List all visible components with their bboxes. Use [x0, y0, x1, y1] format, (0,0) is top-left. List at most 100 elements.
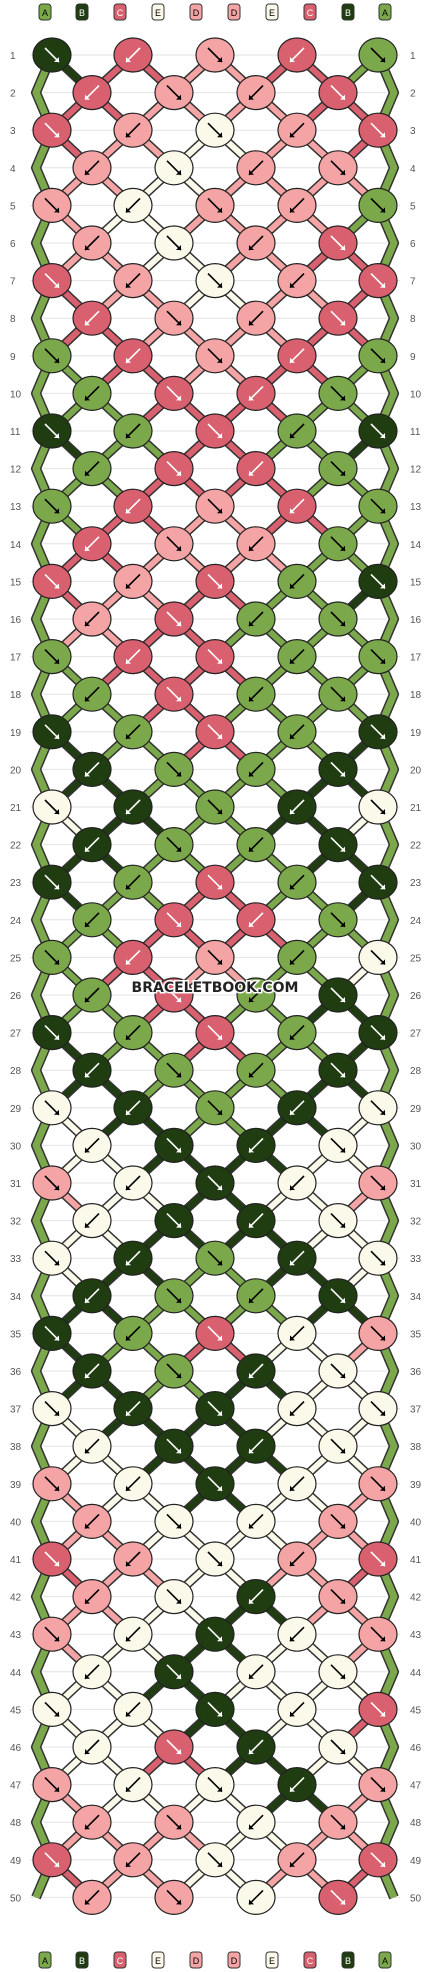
knot: [113, 1315, 153, 1352]
row-number-left: 14: [10, 540, 22, 551]
knot: [318, 1428, 358, 1464]
row-number-left: 22: [10, 841, 22, 852]
strand-letter: D: [231, 8, 238, 18]
arrowhead-icon: [217, 357, 222, 363]
knot: [154, 1578, 194, 1615]
arrowhead-icon: [249, 1523, 254, 1529]
row-number-left: 19: [10, 728, 22, 739]
arrowhead-icon: [176, 621, 181, 626]
arrowhead-icon: [85, 1448, 90, 1454]
knot: [318, 526, 358, 562]
arrowhead-icon: [217, 207, 222, 213]
row-number-right: 40: [410, 1517, 422, 1528]
row-number-left: 34: [10, 1292, 22, 1303]
knot: [277, 1616, 317, 1652]
arrowhead-icon: [85, 1373, 90, 1378]
knot-grid: [32, 37, 398, 1916]
arrowhead-icon: [176, 1673, 181, 1679]
arrowhead-icon: [380, 583, 385, 589]
arrowhead-icon: [380, 959, 385, 965]
knot: [32, 338, 72, 374]
strand-letter: B: [79, 1956, 85, 1966]
arrowhead-icon: [340, 1072, 345, 1078]
knot: [32, 1390, 72, 1427]
knot: [32, 1315, 72, 1352]
strand-tab: [341, 3, 355, 21]
knot: [113, 112, 153, 148]
arrowhead-icon: [217, 1786, 222, 1792]
row-number-left: 20: [10, 765, 22, 776]
arrowhead-icon: [54, 207, 59, 213]
knot: [72, 375, 112, 411]
strand-letter: E: [155, 1956, 161, 1966]
arrowhead-icon: [290, 282, 295, 288]
arrowhead-icon: [54, 1410, 59, 1416]
knot: [32, 1165, 72, 1201]
arrowhead-icon: [340, 1448, 345, 1454]
knot: [236, 1278, 276, 1314]
arrowhead-icon: [54, 1711, 59, 1717]
arrowhead-icon: [340, 846, 345, 852]
knot: [113, 1842, 153, 1878]
strand-label-top: A: [38, 3, 52, 21]
knot: [277, 939, 317, 976]
row-number-right: 39: [410, 1480, 422, 1491]
row-number-right: 34: [410, 1292, 422, 1303]
arrowhead-icon: [54, 1335, 59, 1341]
knot: [72, 676, 112, 712]
arrowhead-icon: [249, 395, 254, 401]
arrowhead-icon: [176, 1448, 181, 1454]
knot: [154, 1353, 194, 1389]
knot: [277, 413, 317, 449]
arrowhead-icon: [380, 1711, 385, 1717]
row-number-right: 47: [410, 1781, 422, 1792]
row-number-left: 30: [10, 1141, 22, 1152]
knot: [113, 1165, 153, 1201]
knot: [277, 714, 317, 750]
knot: [318, 375, 358, 411]
knot: [72, 902, 112, 938]
row-number-right: 23: [410, 878, 422, 889]
knot: [318, 1729, 358, 1765]
strand-tab: [75, 3, 89, 21]
arrowhead-icon: [176, 1523, 181, 1529]
arrowhead-icon: [85, 470, 90, 476]
knot: [113, 1240, 153, 1276]
knot: [195, 714, 235, 750]
strand-tab: [265, 1951, 279, 1969]
knot: [113, 638, 153, 675]
row-number-right: 33: [410, 1254, 422, 1265]
arrowhead-icon: [380, 1861, 385, 1867]
strand-letter: D: [193, 1956, 200, 1966]
arrowhead-icon: [217, 1561, 222, 1566]
arrowhead-icon: [54, 1260, 59, 1266]
arrowhead-icon: [85, 997, 90, 1002]
arrowhead-icon: [249, 169, 254, 175]
knot: [277, 1766, 317, 1803]
arrowhead-icon: [249, 320, 254, 326]
row-number-right: 12: [410, 465, 422, 476]
arrowhead-icon: [126, 1861, 131, 1867]
arrowhead-icon: [340, 1373, 345, 1378]
arrowhead-icon: [176, 320, 181, 326]
knot: [113, 789, 153, 825]
knot: [72, 601, 112, 637]
knot: [318, 751, 358, 788]
row-number-right: 17: [410, 653, 422, 664]
row-number-left: 2: [10, 89, 16, 100]
knot: [154, 451, 194, 487]
arrowhead-icon: [217, 132, 222, 138]
knot: [195, 112, 235, 148]
arrowhead-icon: [340, 997, 345, 1002]
arrowhead-icon: [176, 1749, 181, 1754]
arrowhead-icon: [126, 733, 131, 739]
knot: [32, 1691, 72, 1728]
arrowhead-icon: [290, 433, 295, 438]
arrowhead-icon: [85, 1147, 90, 1153]
arrowhead-icon: [217, 508, 222, 514]
arrowhead-icon: [290, 884, 295, 890]
arrowhead-icon: [217, 433, 222, 438]
arrowhead-icon: [290, 1260, 295, 1266]
arrowhead-icon: [249, 846, 254, 852]
arrowhead-icon: [380, 1636, 385, 1642]
